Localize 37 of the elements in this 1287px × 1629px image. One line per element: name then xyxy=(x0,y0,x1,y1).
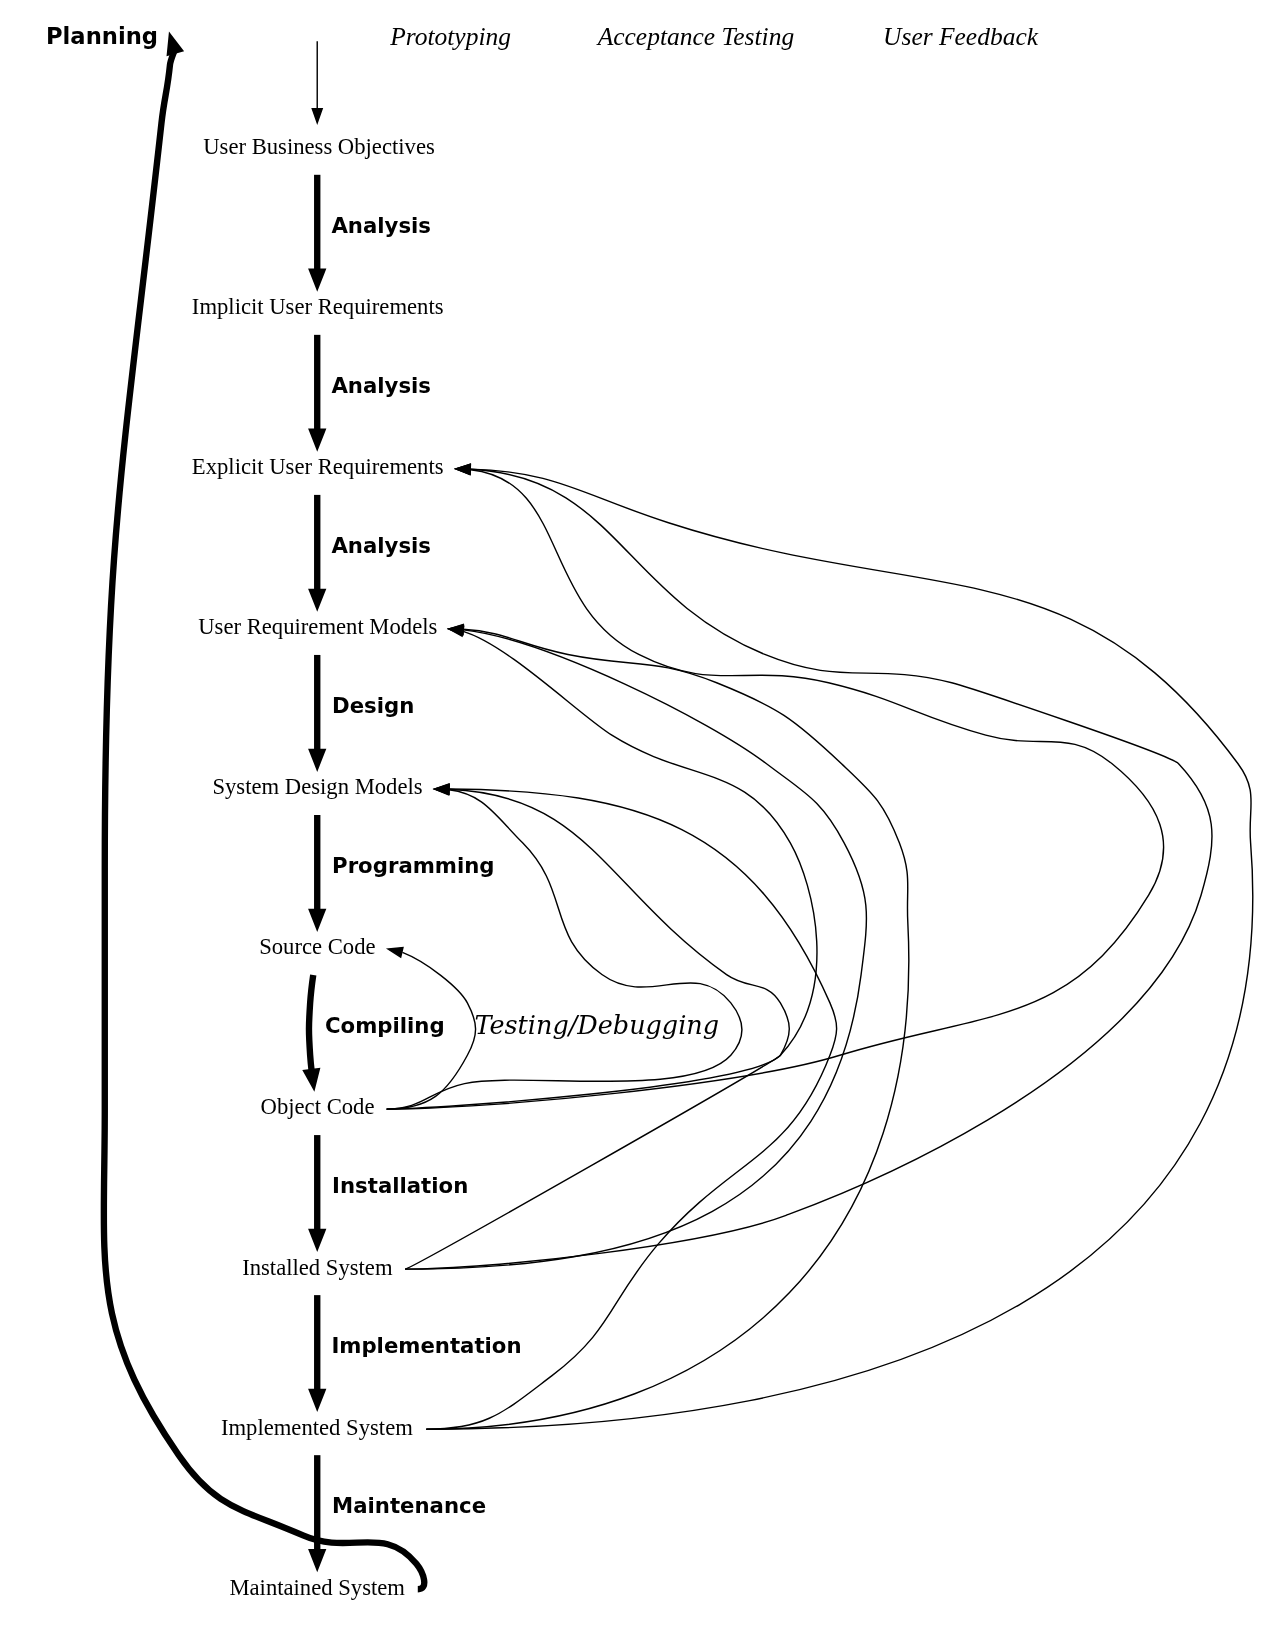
edge-label: Testing/Debugging xyxy=(473,1009,719,1040)
arrow xyxy=(425,783,837,1430)
arrow xyxy=(385,463,1164,1110)
node-text: User Business Objectives xyxy=(202,134,435,160)
edge-label: Programming xyxy=(331,853,495,879)
edge-label: Installation xyxy=(331,1173,468,1199)
arrow xyxy=(307,654,326,772)
edge-label: Analysis xyxy=(330,533,431,559)
label: Acceptance Testing xyxy=(597,21,794,51)
arrow xyxy=(307,174,326,292)
label: User Feedback xyxy=(882,21,1038,51)
arrow xyxy=(310,40,323,126)
arrow xyxy=(301,974,320,1092)
node-text: Implicit User Requirements xyxy=(191,294,444,320)
edge-label: Implementation xyxy=(330,1333,522,1359)
edge-label: Maintenance xyxy=(331,1493,486,1519)
label: Prototyping xyxy=(389,21,511,51)
arrow xyxy=(425,463,1252,1430)
node-text: Maintained System xyxy=(228,1574,405,1600)
node-text: Installed System xyxy=(241,1254,393,1280)
node-text: Implemented System xyxy=(220,1414,413,1440)
arrow xyxy=(403,463,1213,1270)
arrow xyxy=(385,783,743,1110)
arrow xyxy=(307,494,326,612)
node-text: Explicit User Requirements xyxy=(191,454,444,480)
node-text: User Requirement Models xyxy=(197,614,437,640)
node-text: Planning xyxy=(45,22,158,49)
edge-label: Analysis xyxy=(330,213,431,239)
node-text: Object Code xyxy=(260,1094,374,1120)
node-text: Source Code xyxy=(258,934,376,960)
edge-label: Compiling xyxy=(324,1013,445,1039)
arrow xyxy=(385,946,476,1110)
node-text: System Design Models xyxy=(211,774,423,800)
edge-label: Analysis xyxy=(330,373,431,399)
edge-label: Design xyxy=(331,693,414,719)
arrow xyxy=(307,334,326,452)
arrow xyxy=(403,783,790,1270)
